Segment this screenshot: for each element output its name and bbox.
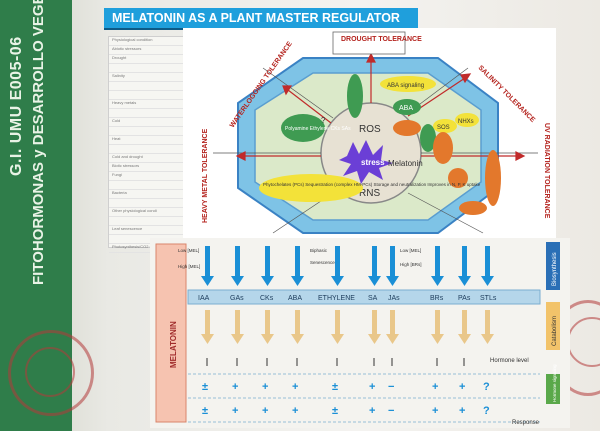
green-ellipse-small bbox=[420, 124, 436, 152]
signaling-box bbox=[546, 374, 560, 404]
tan-arrows bbox=[201, 310, 494, 344]
question-mark: ? bbox=[321, 116, 326, 125]
hormone-label: SA bbox=[368, 295, 378, 302]
sign-cell: ± bbox=[332, 381, 338, 393]
melatonin-center-label: Melatonin bbox=[388, 159, 423, 168]
rns-label: RNS bbox=[359, 188, 380, 199]
table-row: Abiotic stressors bbox=[112, 46, 142, 51]
table-row: Cold bbox=[112, 118, 121, 123]
orange-ellipse-uv bbox=[448, 168, 468, 188]
hormone-label: STLs bbox=[480, 295, 497, 302]
table-row: Heavy metals bbox=[112, 100, 137, 105]
sign-cell: + bbox=[459, 381, 465, 393]
note-label: High [BRs] bbox=[400, 262, 422, 267]
table-row: Other physiological condi bbox=[112, 208, 157, 213]
sign-cell: + bbox=[292, 405, 298, 417]
sos-label: SOS bbox=[437, 125, 450, 131]
polyamine-label: Polyamine Ethylene CKs SAs bbox=[285, 126, 351, 132]
catabolism-box bbox=[546, 302, 560, 350]
sign-cell: + bbox=[432, 381, 438, 393]
sign-cell: + bbox=[232, 381, 238, 393]
biosynthesis-box bbox=[546, 242, 560, 290]
hormone-label: PAs bbox=[458, 295, 471, 302]
green-ellipse-aba bbox=[393, 99, 421, 115]
green-ellipse-polyamine bbox=[281, 114, 325, 142]
blue-arrows bbox=[201, 246, 494, 286]
phyto-label: Phytochelates (PCs) Sequestration (compl… bbox=[263, 182, 481, 187]
sign-cell: ± bbox=[202, 405, 208, 417]
green-ellipse bbox=[347, 74, 363, 118]
hormone-label: BRs bbox=[430, 295, 444, 302]
melatonin-label: MELATONIN bbox=[169, 321, 178, 368]
note-label: Senescence bbox=[310, 260, 335, 265]
table-row: Fungi bbox=[112, 172, 123, 177]
hormone-label: IAA bbox=[198, 295, 210, 302]
note-label: Low [MEL] bbox=[178, 248, 199, 253]
nhx-label: NHXs bbox=[458, 119, 474, 125]
hormone-label: GAs bbox=[230, 295, 244, 302]
sign-cell: + bbox=[232, 405, 238, 417]
orange-ellipse-bottom bbox=[459, 201, 487, 215]
signaling-label: Hormone signaling bbox=[552, 364, 557, 402]
table-row: Salinity bbox=[112, 73, 125, 78]
sign-cell: − bbox=[388, 405, 394, 417]
sign-cell: − bbox=[388, 381, 394, 393]
hormone-label: JAs bbox=[388, 295, 400, 302]
yellow-ellipse-sos bbox=[433, 119, 457, 133]
slide-title: MELATONIN AS A PLANT MASTER REGULATOR bbox=[104, 8, 418, 28]
hormone-panel: MELATONIN IAA GAs CKs ABA ETHYLENE SA JA… bbox=[150, 238, 570, 428]
table-row: Photosynthesis/CO2 uptake bbox=[112, 244, 162, 249]
yellow-ellipse-phyto bbox=[259, 174, 363, 202]
melatonin-diagram: stress ROS RNS Melatonin DROUGHT TOLERAN… bbox=[183, 28, 556, 238]
drought-tolerance-label: DROUGHT TOLERANCE bbox=[341, 36, 422, 43]
sign-cell: ± bbox=[202, 381, 208, 393]
sign-cell: + bbox=[262, 405, 268, 417]
catabolism-label: Catabolism bbox=[552, 316, 558, 346]
sign-cell: ? bbox=[483, 405, 490, 417]
heavy-metal-tolerance-label: HEAVY METAL TOLERANCE bbox=[202, 128, 209, 223]
table-row: Heat bbox=[112, 136, 121, 141]
sign-cell: + bbox=[292, 381, 298, 393]
hormone-label: ETHYLENE bbox=[318, 295, 355, 302]
sign-cell: ? bbox=[483, 381, 490, 393]
university-seal-icon bbox=[8, 330, 94, 416]
sign-cell: + bbox=[262, 381, 268, 393]
group-code: G.I. UMU E005-06 bbox=[8, 36, 25, 176]
note-label: High [MEL] bbox=[178, 264, 200, 269]
stress-burst-icon bbox=[339, 140, 393, 184]
sign-cell: + bbox=[369, 405, 375, 417]
note-label: Low [MEL] bbox=[400, 248, 421, 253]
ros-label: ROS bbox=[359, 124, 381, 135]
uv-tolerance-label: UV RADIATION TOLERANCE bbox=[543, 123, 550, 219]
hormone-level-label: Hormone level bbox=[490, 358, 529, 364]
table-row: Leaf senescence bbox=[112, 226, 143, 231]
hormone-label: ABA bbox=[288, 295, 302, 302]
orange-ellipse bbox=[393, 120, 421, 136]
orange-ellipse-salinity bbox=[433, 132, 453, 164]
sign-cell: + bbox=[369, 381, 375, 393]
response-label: Response bbox=[512, 420, 540, 426]
yellow-ellipse-nhx bbox=[455, 113, 479, 127]
orange-ellipse-uv-large bbox=[485, 150, 501, 206]
sign-cell: + bbox=[459, 405, 465, 417]
sign-cell: ± bbox=[332, 405, 338, 417]
stress-label: stress bbox=[361, 158, 385, 167]
aba-label: ABA bbox=[399, 105, 413, 112]
sign-cell: + bbox=[432, 405, 438, 417]
background-table: Physiological condition Abiotic stressor… bbox=[108, 36, 240, 253]
aba-signaling-label: ABA signaling bbox=[387, 83, 424, 89]
table-header: Physiological condition bbox=[109, 37, 239, 46]
course-title: FITOHORMONAS y DESARROLLO VEGETAL bbox=[30, 0, 47, 285]
table-row: Drought bbox=[112, 55, 127, 60]
hormone-label: CKs bbox=[260, 295, 274, 302]
note-label: Biphasic bbox=[310, 248, 328, 253]
table-row: Bacteria bbox=[112, 190, 127, 195]
hormone-level-arrows bbox=[206, 358, 465, 366]
table-row: Biotic stressors bbox=[112, 163, 140, 168]
table-row: Cold and drought bbox=[112, 154, 143, 159]
yellow-ellipse-aba-signaling bbox=[380, 76, 436, 92]
biosynthesis-label: Biosynthesis bbox=[552, 252, 558, 286]
